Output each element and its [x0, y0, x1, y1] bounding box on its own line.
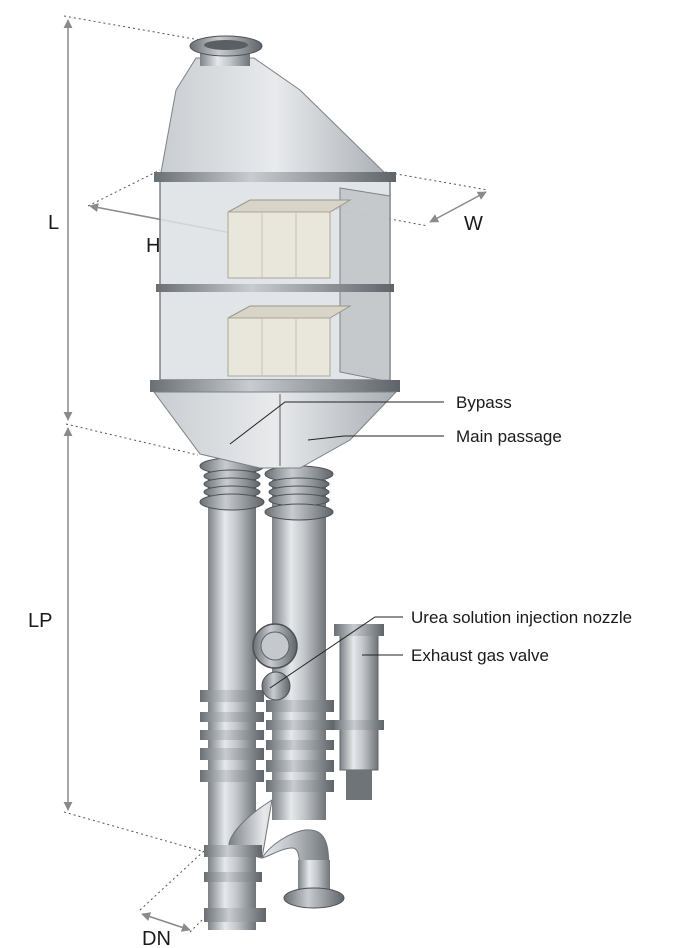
urea-nozzle-housing: [252, 623, 298, 701]
callout-leaders: [229, 401, 444, 689]
elbow-outlet-flange: [283, 887, 345, 909]
reactor-housing: [150, 35, 400, 469]
dim-h-ext-left: [87, 169, 161, 207]
bypass-leader: [229, 401, 444, 445]
reactor-bottom-frame: [150, 380, 400, 392]
dim-w-label: W: [464, 213, 483, 235]
bypass-label: Bypass: [456, 393, 512, 412]
dim-dn-ext-top: [139, 849, 206, 911]
dim-lp-label: LP: [28, 610, 52, 632]
bypass-bellows: [199, 457, 265, 511]
inlet-cone: [159, 57, 392, 179]
exhaust-valve-label: Exhaust gas valve: [411, 646, 549, 665]
main-passage-leader: [307, 435, 444, 441]
pipe-assembly: [199, 457, 384, 930]
main-bellows: [264, 465, 334, 521]
dim-h-label: H: [146, 235, 160, 257]
bypass-lower-flanges: [200, 690, 266, 922]
reactor-mid-frame: [156, 284, 394, 292]
catalyst-block-upper: [227, 199, 352, 279]
main-lower-flanges: [266, 700, 334, 792]
catalyst-block-lower: [227, 305, 352, 377]
reactor-top-frame: [154, 172, 396, 182]
dim-ext-top: [63, 15, 201, 41]
dim-ext-bottom: [63, 811, 206, 853]
urea-nozzle-leader: [269, 616, 403, 689]
inlet-opening: [204, 40, 248, 50]
dim-ext-mid: [65, 423, 199, 456]
exhaust-valve-actuator: [334, 624, 384, 800]
dim-dn-line: [141, 912, 191, 932]
bottom-hopper: [153, 391, 398, 469]
dim-w-ext-top: [384, 171, 489, 191]
dim-l-label: L: [48, 212, 59, 234]
dim-dn-label: DN: [142, 928, 171, 948]
urea-nozzle-label: Urea solution injection nozzle: [411, 608, 632, 627]
dim-w-line: [429, 191, 487, 223]
main-passage-label: Main passage: [456, 427, 562, 446]
